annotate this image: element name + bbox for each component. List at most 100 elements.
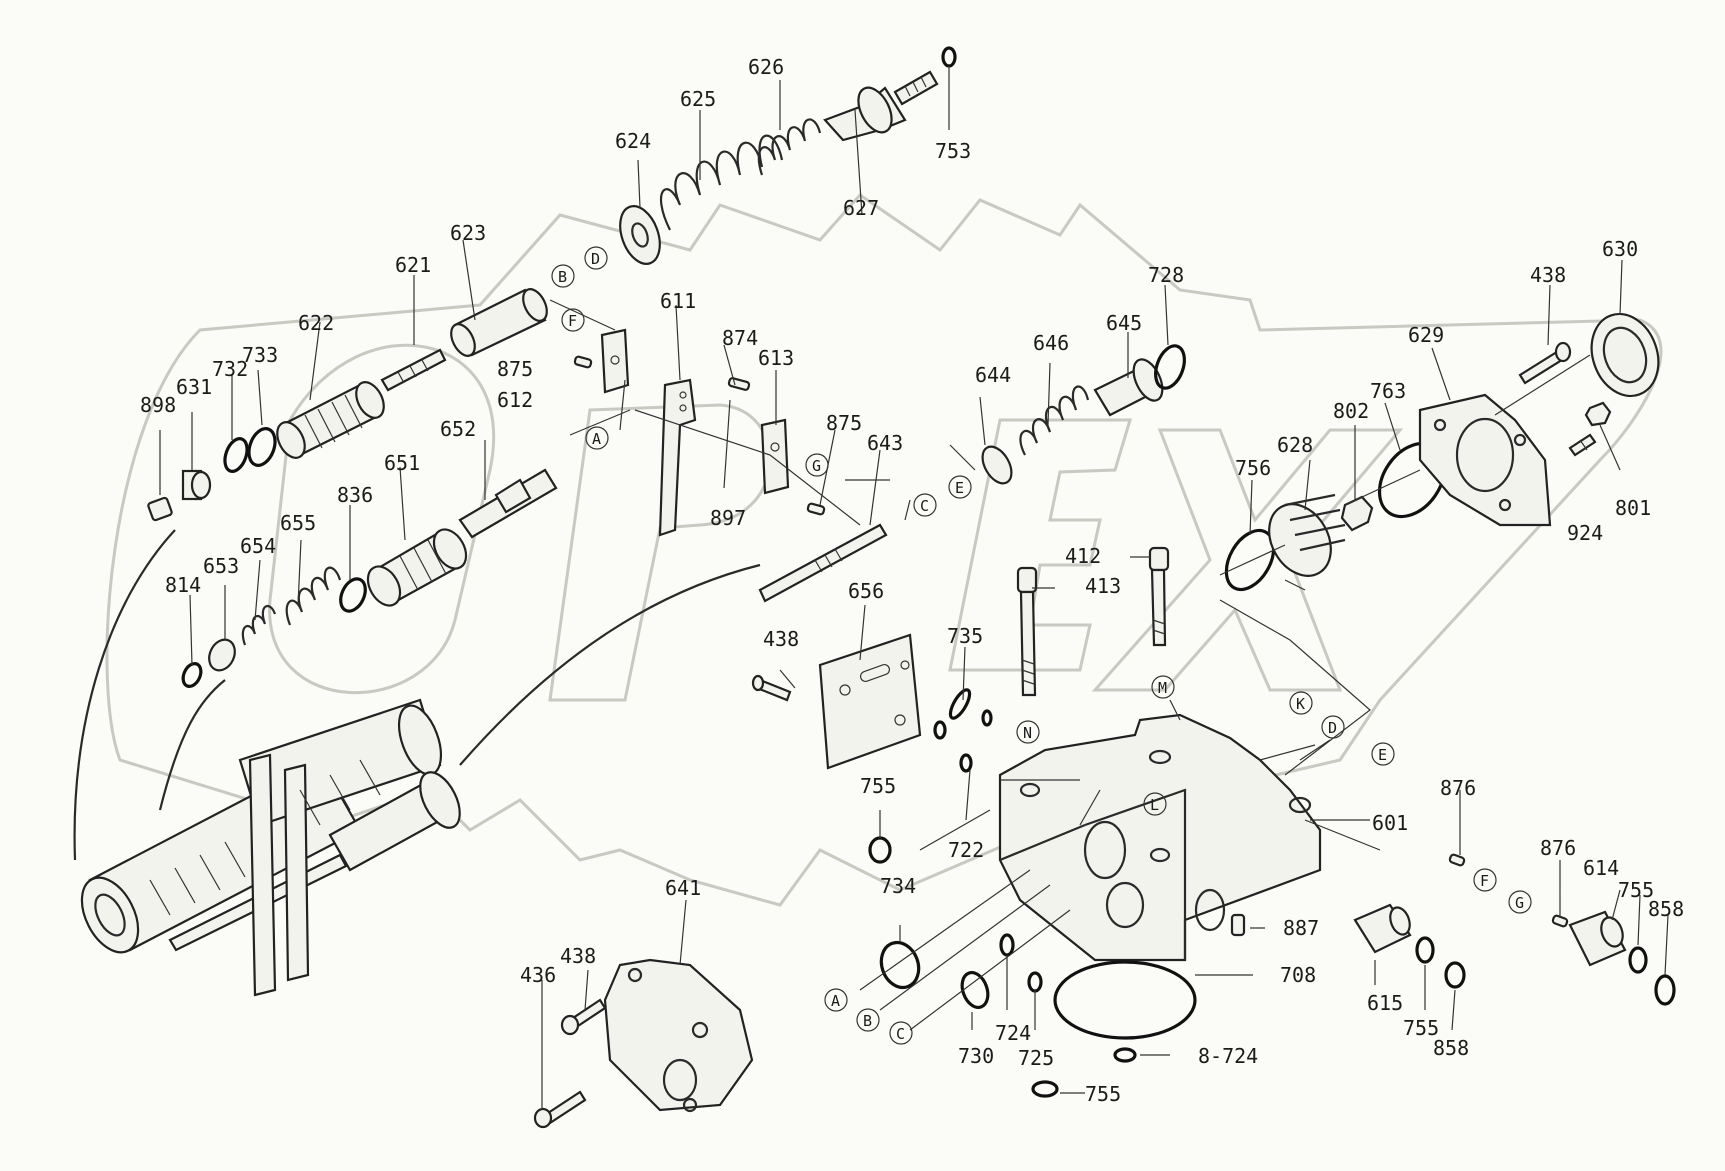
label-730: 730 [958, 1044, 994, 1068]
svg-text:F: F [568, 312, 577, 330]
marker-L: L [1143, 792, 1167, 816]
label-438c: 438 [560, 944, 596, 968]
label-601: 601 [1372, 811, 1408, 835]
marker-N: N [1016, 720, 1040, 744]
part-626-spring [757, 118, 822, 176]
snapring-836 [339, 577, 367, 613]
oring-708 [1053, 960, 1197, 1040]
label-875a: 875 [497, 357, 533, 381]
label-875b: 875 [826, 411, 862, 435]
part-625-spring [660, 134, 784, 231]
label-858a: 858 [1648, 897, 1684, 921]
oring-735b [933, 720, 947, 740]
oring-722 [959, 753, 973, 773]
label-644: 644 [975, 363, 1011, 387]
part-652-spool [458, 468, 558, 539]
label-651: 651 [384, 451, 420, 475]
leader-lines [159, 66, 1669, 1110]
label-622: 622 [298, 311, 334, 335]
label-887: 887 [1283, 916, 1319, 940]
label-814: 814 [165, 573, 201, 597]
nut-802 [1340, 495, 1374, 532]
bolt-438-right [1518, 341, 1572, 385]
label-876b: 876 [1540, 836, 1576, 860]
flow-arrow-1 [73, 529, 176, 861]
part-628-spring-retainer [1268, 493, 1346, 577]
svg-text:D: D [591, 250, 600, 268]
label-412: 412 [1065, 544, 1101, 568]
label-654: 654 [240, 534, 276, 558]
label-733: 733 [242, 343, 278, 367]
part-630-cap [1590, 312, 1660, 398]
oring-734 [879, 940, 921, 990]
label-897: 897 [710, 506, 746, 530]
label-655: 655 [280, 511, 316, 535]
label-656: 656 [848, 579, 884, 603]
label-646: 646 [1033, 331, 1069, 355]
bolt-413 [1016, 566, 1038, 697]
flow-arrow-2 [158, 679, 226, 811]
oring-732 [223, 437, 249, 473]
part-615-plug [1353, 903, 1412, 954]
marker-M: M [1151, 675, 1175, 699]
oring-8-724 [1113, 1047, 1137, 1063]
marker-G-top: G [805, 453, 829, 477]
marker-G-right: G [1508, 890, 1532, 914]
label-722: 722 [948, 838, 984, 862]
label-734: 734 [880, 874, 916, 898]
svg-text:E: E [955, 479, 964, 497]
svg-text:B: B [558, 268, 567, 286]
part-651-sleeve [366, 528, 468, 607]
part-653-washer [208, 638, 236, 672]
label-8-724: 8-724 [1198, 1044, 1258, 1068]
part-646-spring [1019, 385, 1090, 456]
part-601-valve-body [998, 713, 1322, 962]
part-656-plate [818, 633, 922, 770]
label-653: 653 [203, 554, 239, 578]
marker-F-right: F [1473, 868, 1497, 892]
oring-724 [999, 933, 1015, 957]
oring-755 [868, 836, 892, 864]
oring-755b [1628, 946, 1648, 974]
svg-text:L: L [1150, 796, 1159, 814]
label-628: 628 [1277, 433, 1313, 457]
label-725: 725 [1018, 1046, 1054, 1070]
flow-arrow-3 [459, 563, 761, 766]
label-876a: 876 [1440, 776, 1476, 800]
label-924: 924 [1567, 521, 1603, 545]
oring-728 [1154, 344, 1186, 390]
snapring-858a [1654, 974, 1676, 1006]
part-644-washer [981, 445, 1013, 485]
svg-text:F: F [1480, 872, 1489, 890]
part-621-pin-spool [380, 348, 447, 392]
label-438a: 438 [763, 627, 799, 651]
svg-text:C: C [920, 497, 929, 515]
oring-735 [948, 688, 972, 720]
label-627: 627 [843, 196, 879, 220]
pin-874 [727, 377, 751, 391]
svg-text:G: G [812, 457, 821, 475]
label-413: 413 [1085, 574, 1121, 598]
bolt-436 [533, 1090, 587, 1129]
marker-C-top: C [913, 493, 937, 517]
bolt-412 [1148, 546, 1170, 647]
label-755b: 755 [1618, 878, 1654, 902]
svg-text:E: E [1378, 746, 1387, 764]
marker-F-top: F [561, 308, 585, 332]
label-611: 611 [660, 289, 696, 313]
svg-text:D: D [1328, 719, 1337, 737]
label-624: 624 [615, 129, 651, 153]
oring-755d [1415, 936, 1435, 964]
oring-756 [1224, 528, 1276, 592]
label-626: 626 [748, 55, 784, 79]
part-613-plate [760, 418, 790, 495]
pin-876a [1448, 853, 1466, 867]
pin-887 [1230, 913, 1246, 937]
svg-text:A: A [831, 992, 840, 1010]
marker-D-right: D [1321, 715, 1345, 739]
part-612-plate [600, 328, 630, 394]
label-898: 898 [140, 393, 176, 417]
nut-801 [1584, 401, 1612, 427]
reference-markers: B D F A G C E N M K L D E A B C F G [551, 246, 1532, 1045]
label-631: 631 [176, 375, 212, 399]
